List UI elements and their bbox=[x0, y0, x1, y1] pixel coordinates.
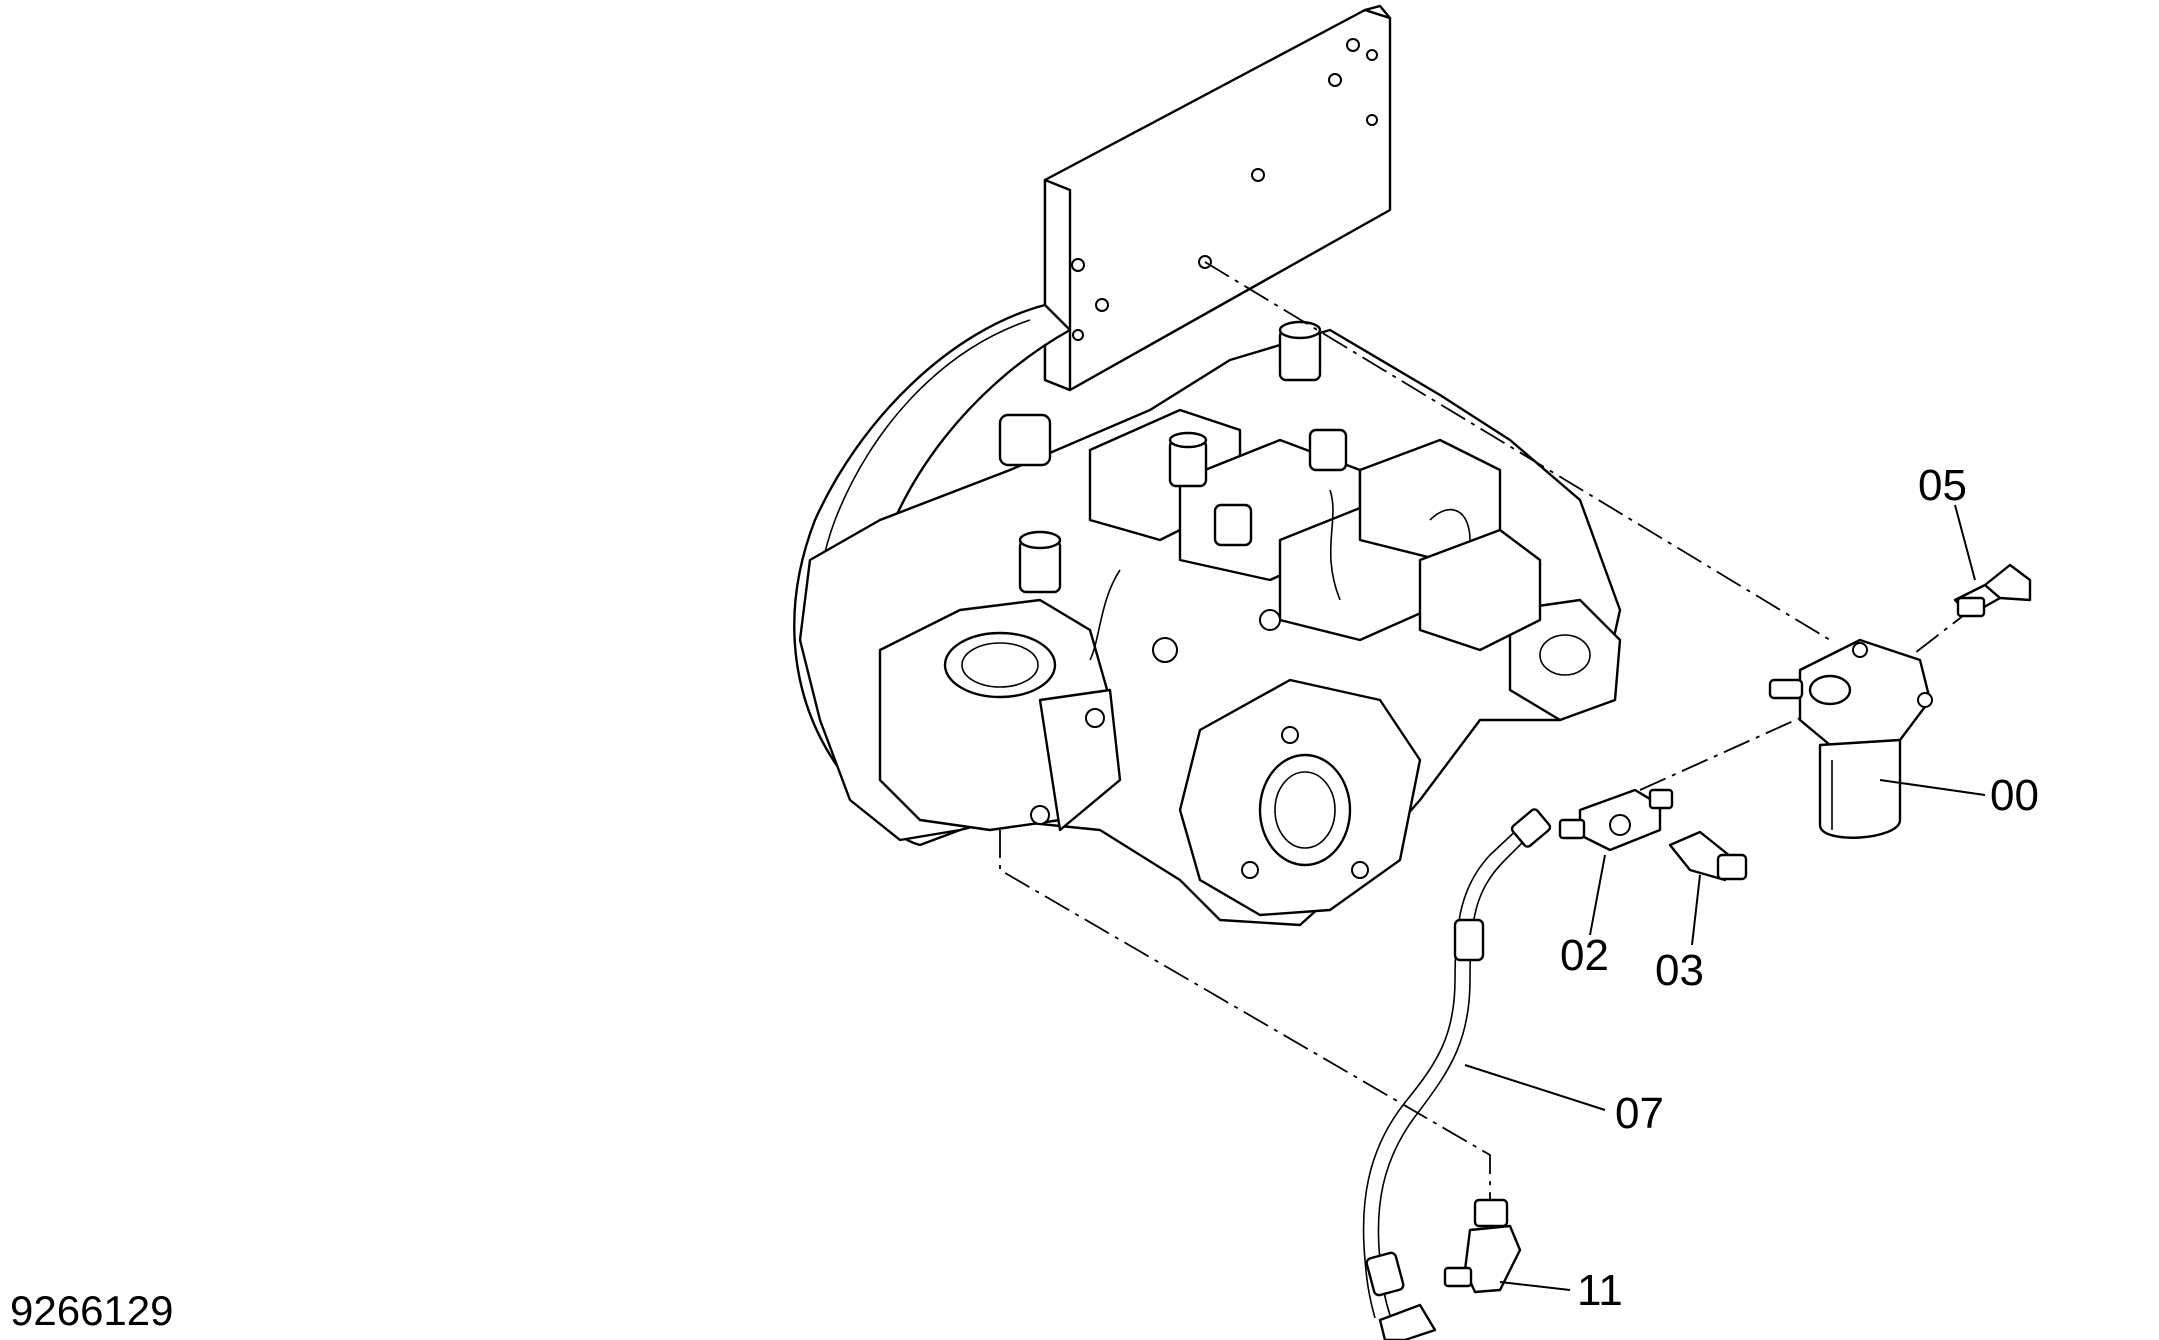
centerline-tee-to-filter bbox=[1639, 699, 1841, 791]
mounting-bracket bbox=[1043, 4, 1392, 392]
callout-11: 11 bbox=[1577, 1266, 1623, 1315]
leader-02 bbox=[1589, 854, 1606, 936]
pressure-sensor bbox=[1668, 830, 1748, 882]
callout-07: 07 bbox=[1615, 1089, 1664, 1138]
callout-02: 02 bbox=[1560, 931, 1609, 980]
leader-03 bbox=[1691, 874, 1701, 946]
centerline-bracket-to-filter bbox=[1204, 261, 1831, 641]
elbow-adapter bbox=[1443, 1198, 1522, 1294]
filter-assembly bbox=[1768, 638, 1933, 839]
leader-07 bbox=[1464, 1064, 1606, 1111]
tee-fitting bbox=[1558, 788, 1674, 852]
callout-05: 05 bbox=[1918, 461, 1967, 510]
leader-11 bbox=[1499, 1281, 1571, 1291]
elbow-fitting bbox=[1953, 563, 2032, 618]
callout-00: 00 bbox=[1990, 771, 2039, 820]
hydraulic-pump-assembly bbox=[793, 303, 1622, 927]
leader-05 bbox=[1954, 504, 1976, 581]
drawing-number: 9266129 bbox=[10, 1287, 174, 1334]
hose bbox=[1362, 808, 1552, 1340]
callout-03: 03 bbox=[1655, 946, 1704, 995]
leader-00 bbox=[1879, 779, 1986, 796]
centerline-pump-to-elbow bbox=[999, 830, 1491, 1200]
